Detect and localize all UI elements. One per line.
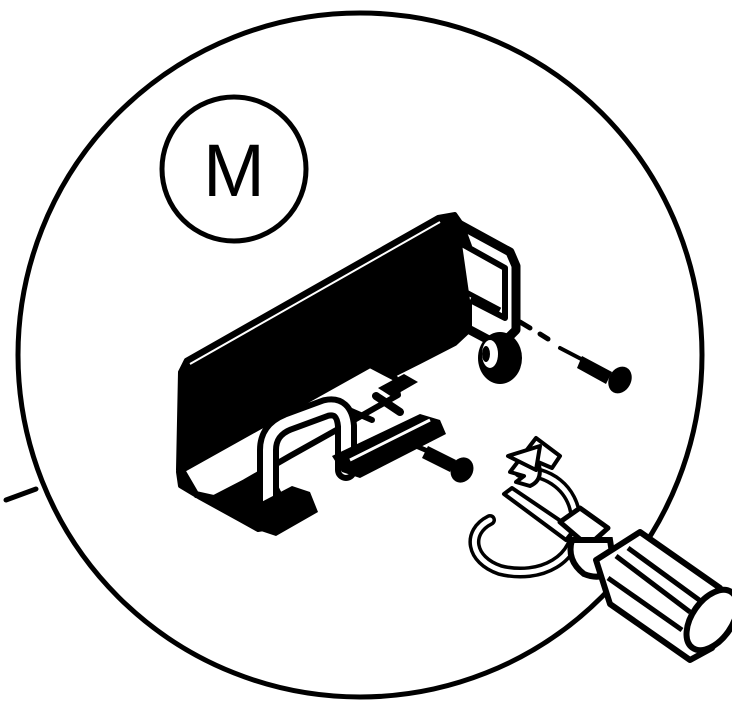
step-marker: M	[162, 97, 306, 241]
leader-line	[6, 489, 36, 500]
step-marker-label: M	[203, 129, 265, 212]
